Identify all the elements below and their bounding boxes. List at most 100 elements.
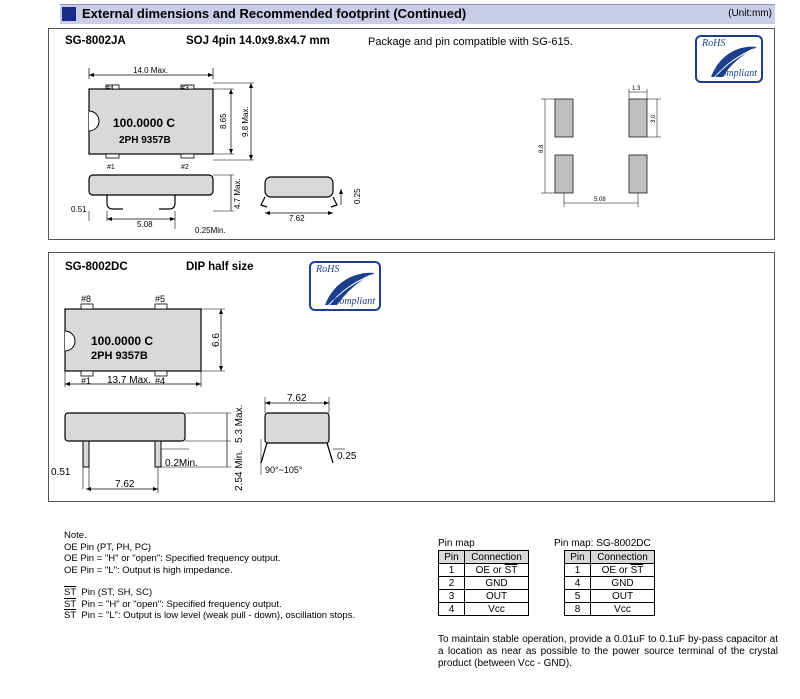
dim-254: 2.54 Min.	[234, 450, 245, 491]
dim-66: 6.6	[211, 333, 222, 347]
pin-number: 1	[438, 563, 465, 577]
pin-connection: OUT	[464, 589, 529, 603]
sg8002dc-drawing: #8 #5 #1 #4 100.0000 C 2PH 9357B 13.7 Ma…	[51, 294, 357, 493]
note-st-1: Pin (ST, SH, SC)	[81, 587, 153, 598]
compliant-text: Compliant	[714, 68, 757, 79]
dim-025: 0.25	[353, 188, 362, 204]
chip-marking-2: 2PH 9357B	[91, 350, 148, 362]
pin3-label: #3	[181, 85, 189, 92]
pin-number: 4	[438, 602, 465, 616]
unit-label: (Unit:mm)	[728, 8, 772, 19]
pinmap-title: Pin map: SG-8002DC	[554, 538, 651, 549]
bypass-capacitor-note: To maintain stable operation, provide a …	[438, 634, 778, 669]
header-square-icon	[62, 7, 76, 21]
dim-025min: 0.25Min.	[195, 226, 226, 235]
pin5-label: #5	[155, 294, 165, 304]
sg8002ja-drawing: 14.0 Max. #4 #3 #1 #2 100.0000 C 2PH 935…	[71, 66, 661, 235]
table-row: 5 OUT	[564, 589, 655, 603]
pinmap-table: Pin Connection 1 OE or ST 2 GND 3 OUT 4 …	[438, 550, 529, 616]
fp-13: 1.3	[632, 86, 641, 92]
pinmap-title: Pin map	[438, 538, 475, 549]
rohs-compliant-badge: RoHS Compliant	[309, 261, 381, 311]
note-st-2: Pin = "H" or "open": Specified frequency…	[81, 598, 282, 610]
st-symbol: ST	[64, 610, 77, 621]
pin-number: 2	[438, 576, 465, 590]
pinmap-header-pin: Pin	[438, 550, 465, 564]
pin1-label: #1	[81, 376, 91, 386]
section-header-bar	[60, 4, 775, 24]
pin-connection: OUT	[590, 589, 655, 603]
chip-marking-2: 2PH 9357B	[119, 135, 171, 146]
note-st-1-row: ST Pin (ST, SH, SC)	[64, 587, 355, 599]
panel-sg8002ja: SG-8002JA SOJ 4pin 14.0x9.8x4.7 mm Packa…	[48, 28, 775, 240]
panel-sg8002dc: SG-8002DC DIP half size RoHS Compliant #…	[48, 252, 775, 502]
table-row: 4 GND	[564, 576, 655, 590]
dim-137: 13.7 Max.	[107, 375, 151, 386]
st-symbol: ST	[64, 598, 77, 610]
compliant-text: Compliant	[332, 296, 375, 307]
pinmap-header-connection: Connection	[464, 550, 529, 564]
dim-02min: 0.2Min.	[165, 458, 198, 469]
fp-30: 3.0	[651, 114, 657, 123]
dim-53: 5.3 Max.	[234, 405, 245, 443]
dim-angle: 90°~105°	[265, 465, 303, 475]
package-spec: SOJ 4pin 14.0x9.8x4.7 mm	[186, 35, 330, 47]
note-st-2-row: ST Pin = "H" or "open": Specified freque…	[64, 599, 355, 611]
pin2-label: #2	[181, 164, 189, 171]
chip-marking-1: 100.0000 C	[113, 116, 175, 130]
chip-marking-1: 100.0000 C	[91, 334, 153, 348]
note-oe-3: OE Pin = "L": Output is high impedance.	[64, 564, 233, 576]
dim-865: 8.65	[219, 113, 228, 129]
section-title: External dimensions and Recommended foot…	[82, 6, 467, 21]
dim-762: 7.62	[289, 214, 305, 223]
table-row: 8 Vcc	[564, 602, 655, 616]
dim-051: 0.51	[71, 205, 87, 214]
table-row: 3 OUT	[438, 589, 529, 603]
notes-block: Note. OE Pin (PT, PH, PC) OE Pin = "H" o…	[64, 530, 355, 622]
note-heading: Note.	[64, 530, 87, 541]
pin4-label: #4	[106, 85, 114, 92]
dim-47: 4.7 Max.	[233, 178, 242, 209]
leaf-icon	[711, 46, 757, 80]
pin-connection: Vcc	[464, 602, 529, 616]
pin-number: 8	[564, 602, 591, 616]
dim-98: 9.8 Max.	[241, 106, 250, 137]
note-oe-2: OE Pin = "H" or "open": Specified freque…	[64, 553, 281, 564]
fp-508: 5.08	[594, 197, 606, 203]
pin-connection: Vcc	[590, 602, 655, 616]
table-row: 4 Vcc	[438, 602, 529, 616]
rohs-text: RoHS	[316, 264, 340, 275]
pinmap-header-connection: Connection	[590, 550, 655, 564]
rohs-compliant-badge: RoHS Compliant	[695, 35, 763, 83]
table-row: 1 OE or ST	[438, 563, 529, 577]
pin4-label: #4	[155, 376, 165, 386]
table-row: 2 GND	[438, 576, 529, 590]
pin-number: 4	[564, 576, 591, 590]
model-name: SG-8002DC	[65, 261, 128, 273]
pin8-label: #8	[81, 294, 91, 304]
pinmap-header-pin: Pin	[564, 550, 591, 564]
rohs-text: RoHS	[702, 38, 726, 49]
table-row: 1 OE or ST	[564, 563, 655, 577]
leaf-icon	[325, 272, 375, 308]
dim-762b: 7.62	[287, 393, 307, 404]
note-st-3-row: ST Pin = "L": Output is low level (weak …	[64, 610, 355, 622]
pin-number: 1	[564, 563, 591, 577]
st-symbol: ST	[64, 587, 77, 598]
dim-025: 0.25	[337, 451, 357, 462]
dim-051: 0.51	[51, 467, 71, 478]
dim-508: 5.08	[137, 220, 153, 229]
note-oe-1: OE Pin (PT, PH, PC)	[64, 541, 152, 553]
dim-762a: 7.62	[115, 479, 135, 490]
pin-connection: OE or ST	[590, 563, 655, 577]
pin-connection: GND	[590, 576, 655, 590]
model-name: SG-8002JA	[65, 35, 126, 47]
fp-88: 8.8	[539, 144, 545, 153]
package-description: Package and pin compatible with SG-615.	[368, 36, 573, 48]
pin1-label: #1	[107, 164, 115, 171]
pin-number: 5	[564, 589, 591, 603]
pin-number: 3	[438, 589, 465, 603]
note-st-3: Pin = "L": Output is low level (weak pul…	[81, 610, 356, 621]
pin-connection: GND	[464, 576, 529, 590]
package-spec: DIP half size	[186, 261, 254, 273]
